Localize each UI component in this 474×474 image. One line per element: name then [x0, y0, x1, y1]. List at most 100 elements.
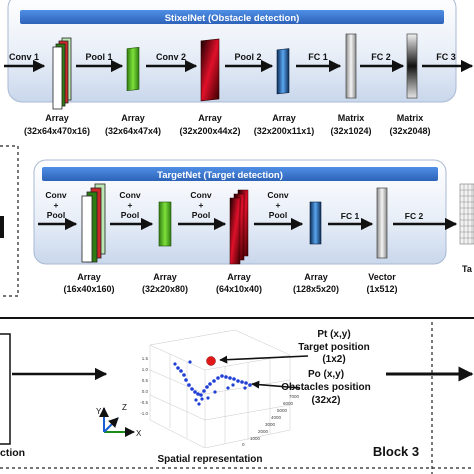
tlabel4-line1: Conv	[267, 190, 289, 200]
label-pool2: Pool 2	[234, 52, 261, 62]
stixel-block1-stack	[52, 37, 72, 110]
stixel-block5	[345, 33, 357, 99]
targetnet-section: TargetNet (Target detection) Conv + Pool…	[33, 159, 474, 294]
label-conv1: Conv 1	[9, 52, 39, 62]
arrow-obstacle-annotation	[251, 380, 301, 389]
stixel-block4	[276, 48, 290, 95]
dashed-block-2	[0, 145, 19, 297]
xyz-axes-icon: X Y Z	[96, 403, 142, 438]
left-cut-text: ction	[0, 447, 25, 459]
stixel-block4-dims: (32x200x11x1)	[254, 126, 315, 136]
scatter-ytick-3: 0.0	[142, 389, 149, 394]
target-block3-stack	[229, 189, 249, 265]
tlabel1-line3: Pool	[47, 210, 65, 220]
label-fc1: FC 1	[308, 52, 328, 62]
target-block4-name: Array	[304, 272, 328, 282]
tlabel1-line2: +	[54, 200, 59, 210]
spatial-representation-label: Spatial representation	[157, 454, 262, 465]
stixelnet-banner	[20, 10, 444, 24]
obstacle-points	[173, 360, 252, 406]
target-block5-dims: (1x512)	[366, 284, 397, 294]
obstacle-dims: (32x2)	[312, 395, 341, 406]
label-pool1: Pool 1	[85, 52, 112, 62]
scatter-box	[149, 329, 291, 449]
target-symbol: Pt (x,y)	[317, 329, 350, 340]
target-block3-name: Array	[227, 272, 251, 282]
scatter-xtick-7: 7000	[289, 394, 300, 399]
scatter-xtick-3: 3000	[265, 422, 276, 427]
tlabel-fc2: FC 2	[405, 211, 424, 221]
scatter-ytick-5: -1.0	[140, 411, 148, 416]
stixelnet-panel	[7, 0, 457, 103]
obstacle-label: Obstacles position	[281, 382, 370, 393]
target-block1-dims: (16x40x160)	[63, 284, 114, 294]
left-stub	[0, 216, 4, 238]
output-matrix-grid	[459, 183, 474, 245]
scatter-ytick-0: 1.5	[142, 356, 149, 361]
target-block1-name: Array	[77, 272, 101, 282]
scatter-ytick-2: 0.5	[142, 378, 149, 383]
axis-x-label: X	[136, 429, 142, 438]
target-block2-dims: (32x20x80)	[142, 284, 188, 294]
tlabel2-line2: +	[128, 200, 133, 210]
stixel-block6-dims: (32x2048)	[389, 126, 430, 136]
block3-label: Block 3	[373, 444, 419, 459]
stixel-block5-name: Matrix	[338, 113, 365, 123]
stixel-block6	[406, 33, 418, 99]
target-label: Target position	[298, 342, 369, 353]
axis-z-label: Z	[122, 403, 127, 412]
stixelnet-section: StixelNet (Obstacle detection) Conv 1 Po…	[4, 0, 474, 136]
tlabel4-line3: Pool	[269, 210, 287, 220]
stixel-block2-name: Array	[121, 113, 145, 123]
scatter-ytick-4: -0.5	[140, 400, 148, 405]
target-block5	[376, 187, 388, 259]
label-conv2: Conv 2	[156, 52, 186, 62]
stixel-block2	[126, 47, 140, 91]
stixel-block3-dims: (32x200x44x2)	[179, 126, 240, 136]
obstacle-symbol: Po (x,y)	[308, 369, 344, 380]
scatter-xtick-2: 2000	[258, 429, 269, 434]
scatter-xtick-0: 0	[242, 442, 245, 447]
stixel-block5-dims: (32x1024)	[330, 126, 371, 136]
stixel-block6-name: Matrix	[397, 113, 424, 123]
tlabel4-line2: +	[276, 200, 281, 210]
target-block4-dims: (128x5x20)	[293, 284, 339, 294]
tlabel3-line3: Pool	[192, 210, 210, 220]
tlabel-fc1: FC 1	[341, 211, 360, 221]
tlabel3-line1: Conv	[190, 190, 212, 200]
label-fc3: FC 3	[436, 52, 456, 62]
scatter-xtick-5: 5000	[277, 408, 288, 413]
left-input-box	[0, 333, 11, 445]
tlabel2-line3: Pool	[121, 210, 139, 220]
target-block4	[309, 201, 322, 245]
stixel-block3	[200, 38, 220, 102]
target-block2	[158, 201, 172, 247]
target-block1-stack	[81, 183, 106, 263]
target-point	[206, 356, 216, 366]
targetnet-banner	[42, 167, 438, 181]
target-block2-name: Array	[153, 272, 177, 282]
scatter-xtick-4: 4000	[271, 415, 282, 420]
label-fc2: FC 2	[371, 52, 391, 62]
stixelnet-title: StixelNet (Obstacle detection)	[165, 13, 300, 24]
scatter-ytick-1: 1.0	[142, 367, 149, 372]
stixel-block3-name: Array	[198, 113, 222, 123]
scatter-xtick-6: 6000	[283, 401, 294, 406]
tlabel3-line2: +	[199, 200, 204, 210]
spatial-scatter-plot: 1.5 1.0 0.5 0.0 -0.5 -1.0 0 1000 2000 30…	[140, 329, 300, 449]
tlabel1-line1: Conv	[45, 190, 67, 200]
right-cut-label: Ta	[462, 264, 473, 274]
target-block5-name: Vector	[368, 272, 396, 282]
arrow-target-annotation	[219, 355, 309, 364]
target-block3-dims: (64x10x40)	[216, 284, 262, 294]
bottom-section: ction X Y Z	[0, 317, 474, 474]
tlabel2-line1: Conv	[119, 190, 141, 200]
target-dims: (1x2)	[322, 354, 345, 365]
stixel-block2-dims: (32x64x47x4)	[105, 126, 161, 136]
stixel-block4-name: Array	[272, 113, 296, 123]
stixel-block1-dims: (32x64x470x16)	[24, 126, 90, 136]
axis-y-label: Y	[96, 407, 102, 416]
stixel-block1-name: Array	[45, 113, 69, 123]
targetnet-title: TargetNet (Target detection)	[157, 170, 283, 181]
